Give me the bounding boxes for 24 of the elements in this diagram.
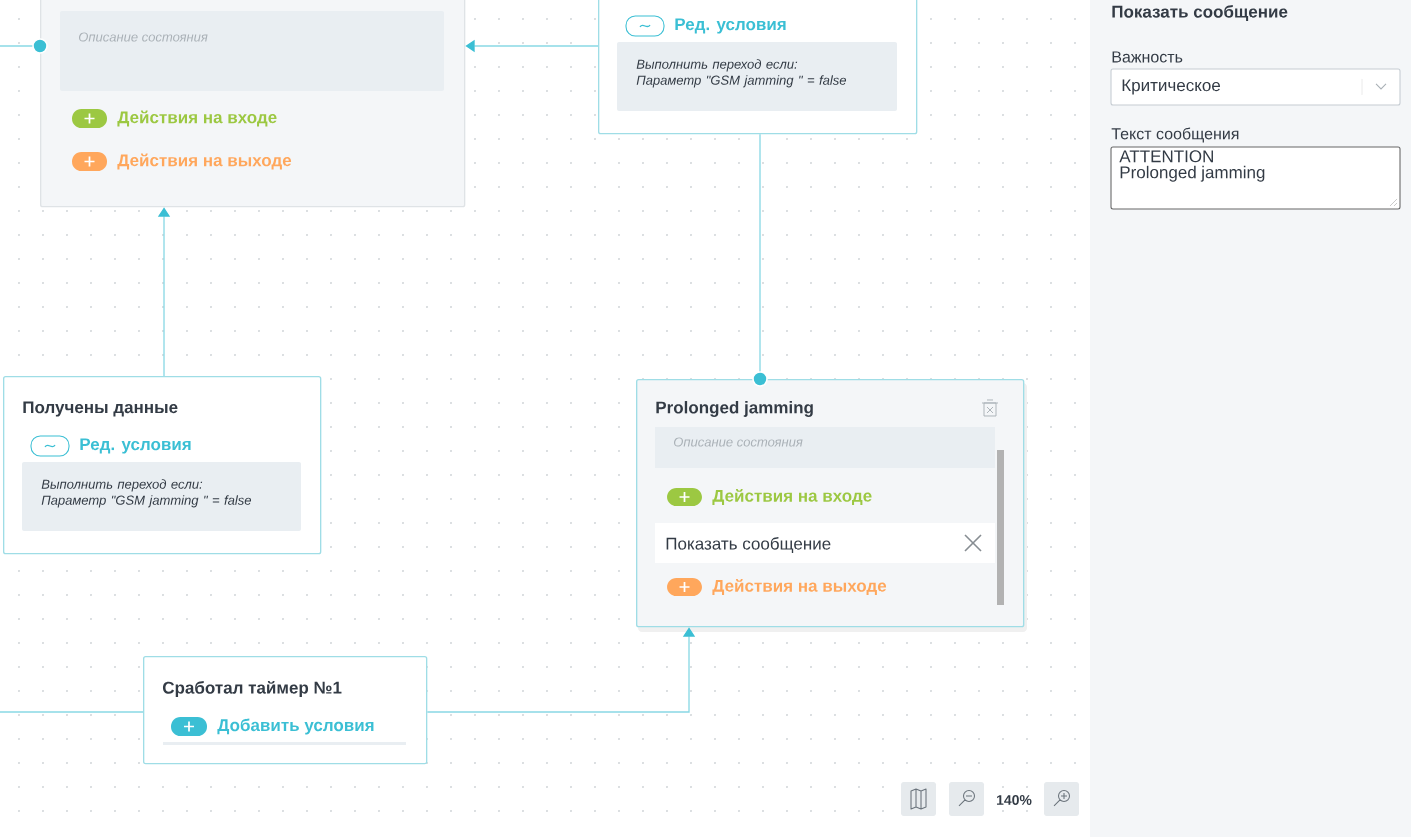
add-button: Действия на входе [72,109,277,128]
select-field: Критическое [1110,68,1401,106]
field-label: Важность [1112,51,1183,63]
add-button: Действия на выходе [667,578,887,596]
description-field: Описание состояния [60,11,444,91]
condition-box: Выполнить переход если: Параметр "GSM jamming " = false [22,462,301,531]
card-title: Prolonged jamming [656,401,813,417]
connector [752,133,768,387]
zoom-level: 140% [997,795,1032,805]
description-field: Описание состояния [655,427,995,468]
connector [0,711,144,713]
add-button: Действия на входе [667,488,872,506]
field-label: Текст сообщения [1111,127,1239,143]
panel-title: Показать сообщение [1112,5,1288,21]
action-row: Показать сообщение [655,523,995,563]
card-title: Сработал таймер №1 [162,680,342,698]
text-area: ATTENTION Prolonged jamming [1110,146,1401,210]
edit-conditions-button: Ред. условия [625,15,786,37]
add-button: Добавить условия [171,717,374,736]
edit-conditions-button: Ред. условия [30,435,191,457]
connector [0,38,48,54]
add-button: Действия на выходе [72,152,292,171]
condition-box: Выполнить переход если: Параметр "GSM jamming " = false [617,42,897,111]
card-title: Получены данные [23,401,178,417]
